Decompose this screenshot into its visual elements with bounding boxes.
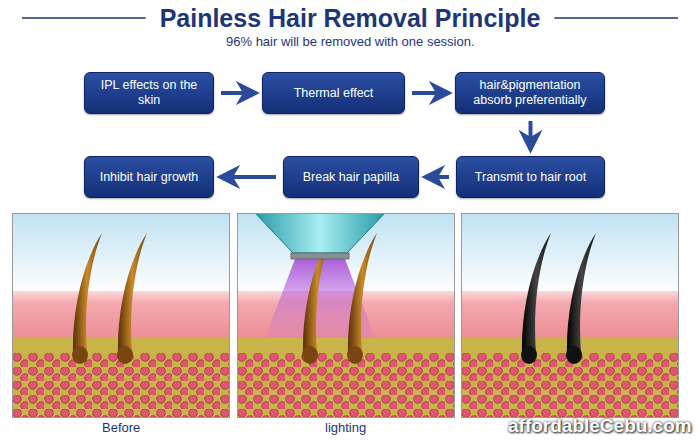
- flow-arrow: [221, 175, 276, 179]
- box-text: Thermal effect: [294, 86, 374, 101]
- panel-label: Before: [102, 420, 140, 435]
- box-text: hair&pigmentation absorb preferentially: [466, 78, 594, 108]
- box-text: Break hair papilla: [303, 170, 400, 185]
- after-panel: [461, 213, 679, 418]
- process-box: hair&pigmentation absorb preferentially: [455, 72, 605, 114]
- flow-arrow: [426, 175, 449, 179]
- before-panel: [12, 213, 230, 418]
- box-text: Inhibit hair growth: [100, 170, 199, 185]
- flow-arrow: [529, 121, 533, 149]
- box-text: Transmit to hair root: [475, 170, 586, 185]
- subtitle: 96% hair will be removed with one sessio…: [226, 34, 475, 49]
- panel-label: lighting: [325, 420, 366, 435]
- lighting-panel: [237, 213, 455, 418]
- flow-arrow: [412, 91, 448, 95]
- box-text: IPL effects on the skin: [95, 78, 203, 108]
- title: Painless Hair Removal Principle: [160, 4, 541, 32]
- process-box: Thermal effect: [262, 72, 405, 114]
- title-rule: [22, 17, 146, 19]
- flow-arrow: [221, 91, 255, 95]
- title-block: Painless Hair Removal Principle: [0, 4, 700, 33]
- process-box: Transmit to hair root: [456, 156, 605, 198]
- process-box: IPL effects on the skin: [84, 72, 214, 114]
- process-box: Inhibit hair growth: [84, 156, 214, 198]
- watermark: affordableCebu.com: [508, 415, 692, 437]
- title-rule: [554, 17, 678, 19]
- process-box: Break hair papilla: [283, 156, 419, 198]
